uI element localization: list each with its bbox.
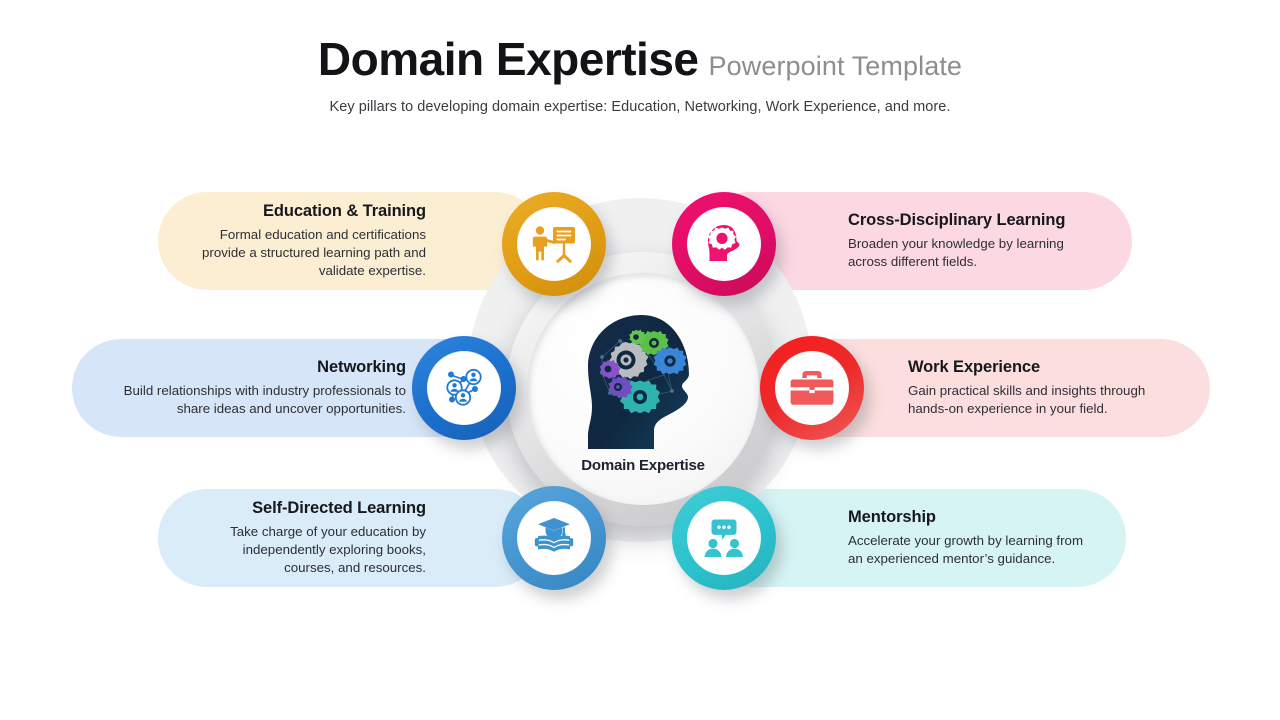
pillar-title: Cross-Disciplinary Learning: [848, 211, 1066, 230]
presenter-whiteboard-icon: [532, 226, 575, 264]
pillar-node-cross-disciplinary-learning[interactable]: [672, 192, 776, 296]
node-inner-disc: [775, 351, 849, 425]
page-title: Domain Expertise Powerpoint Template: [0, 36, 1280, 82]
hub-label: Domain Expertise: [581, 456, 705, 474]
pillar-description: Build relationships with industry profes…: [123, 383, 406, 416]
hub-core: Domain Expertise: [527, 273, 759, 505]
hub-ring[interactable]: Domain Expertise: [506, 252, 780, 526]
pillar-description: Formal education and certifications prov…: [202, 227, 426, 278]
gear-violet: [608, 376, 633, 398]
gear-green-small: [629, 329, 646, 345]
node-inner-disc: [427, 351, 501, 425]
pillar-title: Education & Training: [262, 202, 426, 221]
node-inner-disc: [517, 501, 591, 575]
gear-blue: [653, 347, 687, 374]
pillar-description: Accelerate your growth by learning from …: [848, 533, 1084, 566]
pillar-node-mentorship[interactable]: [672, 486, 776, 590]
gear-green: [639, 330, 669, 355]
head-with-gears-icon: [588, 314, 689, 449]
head-gear-icon: [708, 225, 740, 261]
pillar-node-work-experience[interactable]: [760, 336, 864, 440]
network-nodes-icon: [446, 368, 482, 406]
pillar-node-education-training[interactable]: [502, 192, 606, 296]
pillar-description: Gain practical skills and insights throu…: [908, 383, 1146, 416]
pillar-node-networking[interactable]: [412, 336, 516, 440]
pillar-title: Networking: [317, 358, 406, 377]
node-inner-disc: [517, 207, 591, 281]
pillar-title: Self-Directed Learning: [252, 499, 426, 518]
title-subtitle: Powerpoint Template: [708, 51, 963, 81]
pillar-card-education-training[interactable]: Education & Training Formal education an…: [158, 192, 544, 290]
node-inner-disc: [687, 501, 761, 575]
page-description: Key pillars to developing domain experti…: [329, 99, 951, 115]
two-people-speech-bubble-icon: [704, 519, 743, 557]
pillar-card-self-directed-learning[interactable]: Self-Directed Learning Take charge of yo…: [158, 489, 544, 587]
title-main: Domain Expertise: [317, 33, 699, 85]
briefcase-icon: [790, 371, 834, 405]
node-inner-disc: [687, 207, 761, 281]
pillar-node-self-directed-learning[interactable]: [502, 486, 606, 590]
pillar-description: Take charge of your education by indepen…: [230, 524, 426, 575]
gear-purple: [599, 359, 621, 379]
pillar-title: Work Experience: [908, 358, 1041, 377]
graduate-reading-book-icon: [534, 518, 574, 552]
pillar-title: Mentorship: [848, 508, 936, 527]
slide-header: Domain Expertise Powerpoint Template Key …: [0, 0, 1280, 115]
pillar-description: Broaden your knowledge by learning acros…: [848, 236, 1064, 269]
